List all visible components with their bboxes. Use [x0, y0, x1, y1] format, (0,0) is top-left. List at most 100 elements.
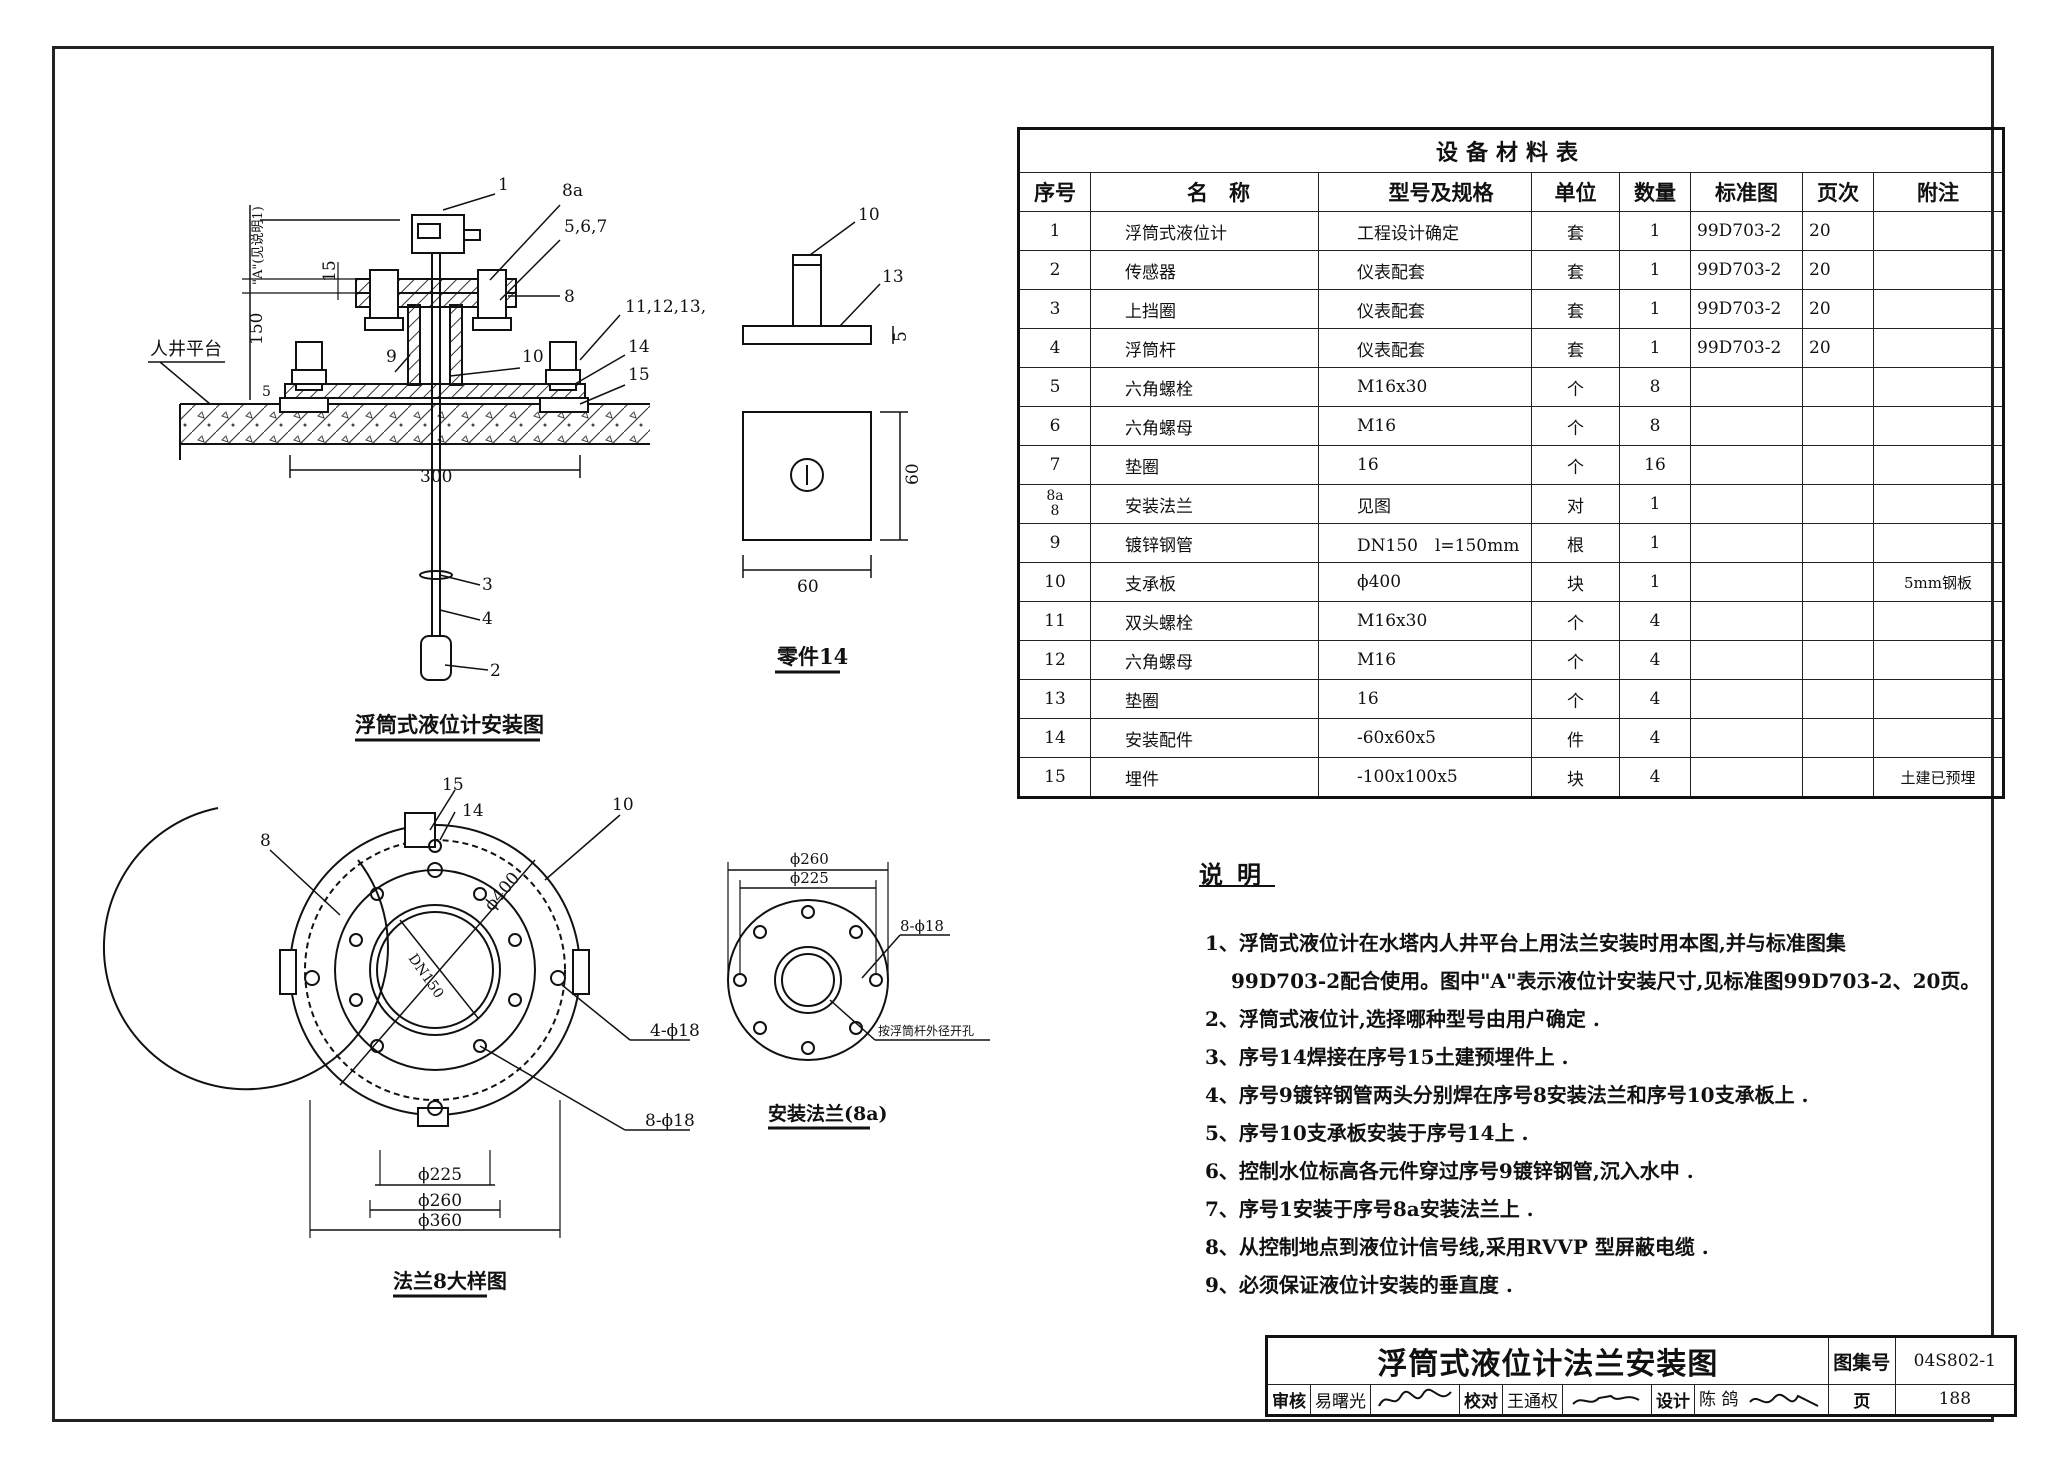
cell-no: 8a 8 [1018, 484, 1091, 524]
cell-unit: 个 [1531, 640, 1620, 680]
cell-unit: 套 [1531, 211, 1620, 251]
callout-9: 9 [386, 347, 397, 367]
cell-page: 20 [1802, 289, 1874, 329]
support-plate [284, 383, 586, 399]
flange8a-view [727, 862, 990, 1130]
cell-remark [1873, 601, 2004, 641]
part14-plate-top [742, 411, 872, 541]
callout-8a: 8a [562, 181, 583, 201]
part14-callout-10: 10 [858, 205, 880, 225]
checker-signature [1562, 1384, 1652, 1416]
cell-spec: DN150 l=150mm [1318, 523, 1532, 563]
cell-spec: 见图 [1318, 484, 1532, 524]
header-spec: 型号及规格 [1318, 172, 1532, 212]
cell-spec: M16x30 [1318, 601, 1532, 641]
cell-name: 六角螺母 [1090, 406, 1319, 446]
cell-name: 浮筒式液位计 [1090, 211, 1319, 251]
note-line: 3、序号14焊接在序号15土建预埋件上 . [1205, 1045, 1569, 1069]
cell-name: 安装配件 [1090, 718, 1319, 758]
cell-spec: -60x60x5 [1318, 718, 1532, 758]
embed-part-right [539, 397, 589, 413]
cell-page [1802, 601, 1874, 641]
cell-spec: M16 [1318, 640, 1532, 680]
callout-3: 3 [482, 575, 493, 595]
cell-unit: 件 [1531, 718, 1620, 758]
cell-unit: 个 [1531, 601, 1620, 641]
cell-qty: 4 [1619, 757, 1691, 798]
main-view-labels: 1 8a 5,6,7 8 11,12,13, 14 15 9 10 3 4 2 … [150, 175, 706, 737]
flange8-dim-d225: ϕ225 [418, 1165, 462, 1185]
cell-name: 双头螺栓 [1090, 601, 1319, 641]
part14-view [742, 221, 908, 674]
cell-remark [1873, 328, 2004, 368]
cell-name: 垫圈 [1090, 445, 1319, 485]
header-qty: 数量 [1619, 172, 1691, 212]
cell-no: 14 [1018, 718, 1091, 758]
review-label: 审核 [1266, 1384, 1311, 1416]
cell-remark: 5mm钢板 [1873, 562, 2004, 602]
callout-8: 8 [564, 287, 575, 307]
flange8-view [102, 789, 690, 1298]
cell-no: 11 [1018, 601, 1091, 641]
float [420, 635, 452, 681]
cell-unit: 个 [1531, 367, 1620, 407]
cell-unit: 个 [1531, 445, 1620, 485]
atlas-label: 图集号 [1827, 1336, 1896, 1385]
design-label: 设计 [1651, 1384, 1695, 1416]
cell-page [1802, 679, 1874, 719]
support-plate-outline [102, 807, 389, 1091]
cell-spec: 仪表配套 [1318, 328, 1532, 368]
flange8a-caption: 安装法兰(8a) [768, 1102, 888, 1125]
callout-15: 15 [628, 365, 650, 385]
cell-qty: 1 [1619, 211, 1691, 251]
pipe-right-wall [449, 304, 463, 386]
flange8-labels: 15 14 10 8 ϕ400 DN150 4-ϕ18 8-ϕ18 ϕ225 ϕ… [260, 775, 700, 1293]
cell-no: 9 [1018, 523, 1091, 563]
cell-qty: 8 [1619, 406, 1691, 446]
flange8-dim-4-d18: 4-ϕ18 [650, 1021, 700, 1041]
cell-standard [1690, 718, 1803, 758]
cell-no: 2 [1018, 250, 1091, 290]
flange8-dim-d360: ϕ360 [418, 1211, 462, 1231]
cell-remark [1873, 289, 2004, 329]
flange8-callout-14: 14 [462, 801, 484, 821]
cell-page [1802, 367, 1874, 407]
cell-no: 10 [1018, 562, 1091, 602]
cell-name: 埋件 [1090, 757, 1319, 798]
cell-remark [1873, 679, 2004, 719]
title-block: 浮筒式液位计法兰安装图 图集号 04S802-1 审核 易曙光 校对 王通权 设… [1265, 1335, 2017, 1417]
note-line: 6、控制水位标高各元件穿过序号9镀锌钢管,沉入水中 . [1205, 1159, 1694, 1183]
flange8-callout-15: 15 [442, 775, 464, 795]
cell-standard [1690, 406, 1803, 446]
cell-qty: 4 [1619, 718, 1691, 758]
platform-label: 人井平台 [150, 339, 222, 360]
cell-name: 浮筒杆 [1090, 328, 1319, 368]
header-remark: 附注 [1873, 172, 2004, 212]
header-no: 序号 [1018, 172, 1091, 212]
cell-no: 4 [1018, 328, 1091, 368]
cell-name: 六角螺栓 [1090, 367, 1319, 407]
flange8-callout-8: 8 [260, 831, 271, 851]
pipe-left-wall [407, 304, 421, 386]
cell-no: 6 [1018, 406, 1091, 446]
cell-page: 20 [1802, 328, 1874, 368]
header-name: 名 称 [1090, 172, 1319, 212]
cell-page [1802, 718, 1874, 758]
cell-qty: 1 [1619, 289, 1691, 329]
callout-2: 2 [490, 661, 501, 681]
cell-unit: 块 [1531, 757, 1620, 798]
cell-unit: 块 [1531, 562, 1620, 602]
cell-remark: 土建已预埋 [1873, 757, 2004, 798]
dim-300: 300 [420, 467, 452, 487]
flange8a-dim-d260: ϕ260 [790, 850, 829, 868]
cell-qty: 1 [1619, 484, 1691, 524]
cell-unit: 个 [1531, 679, 1620, 719]
cell-standard [1690, 601, 1803, 641]
